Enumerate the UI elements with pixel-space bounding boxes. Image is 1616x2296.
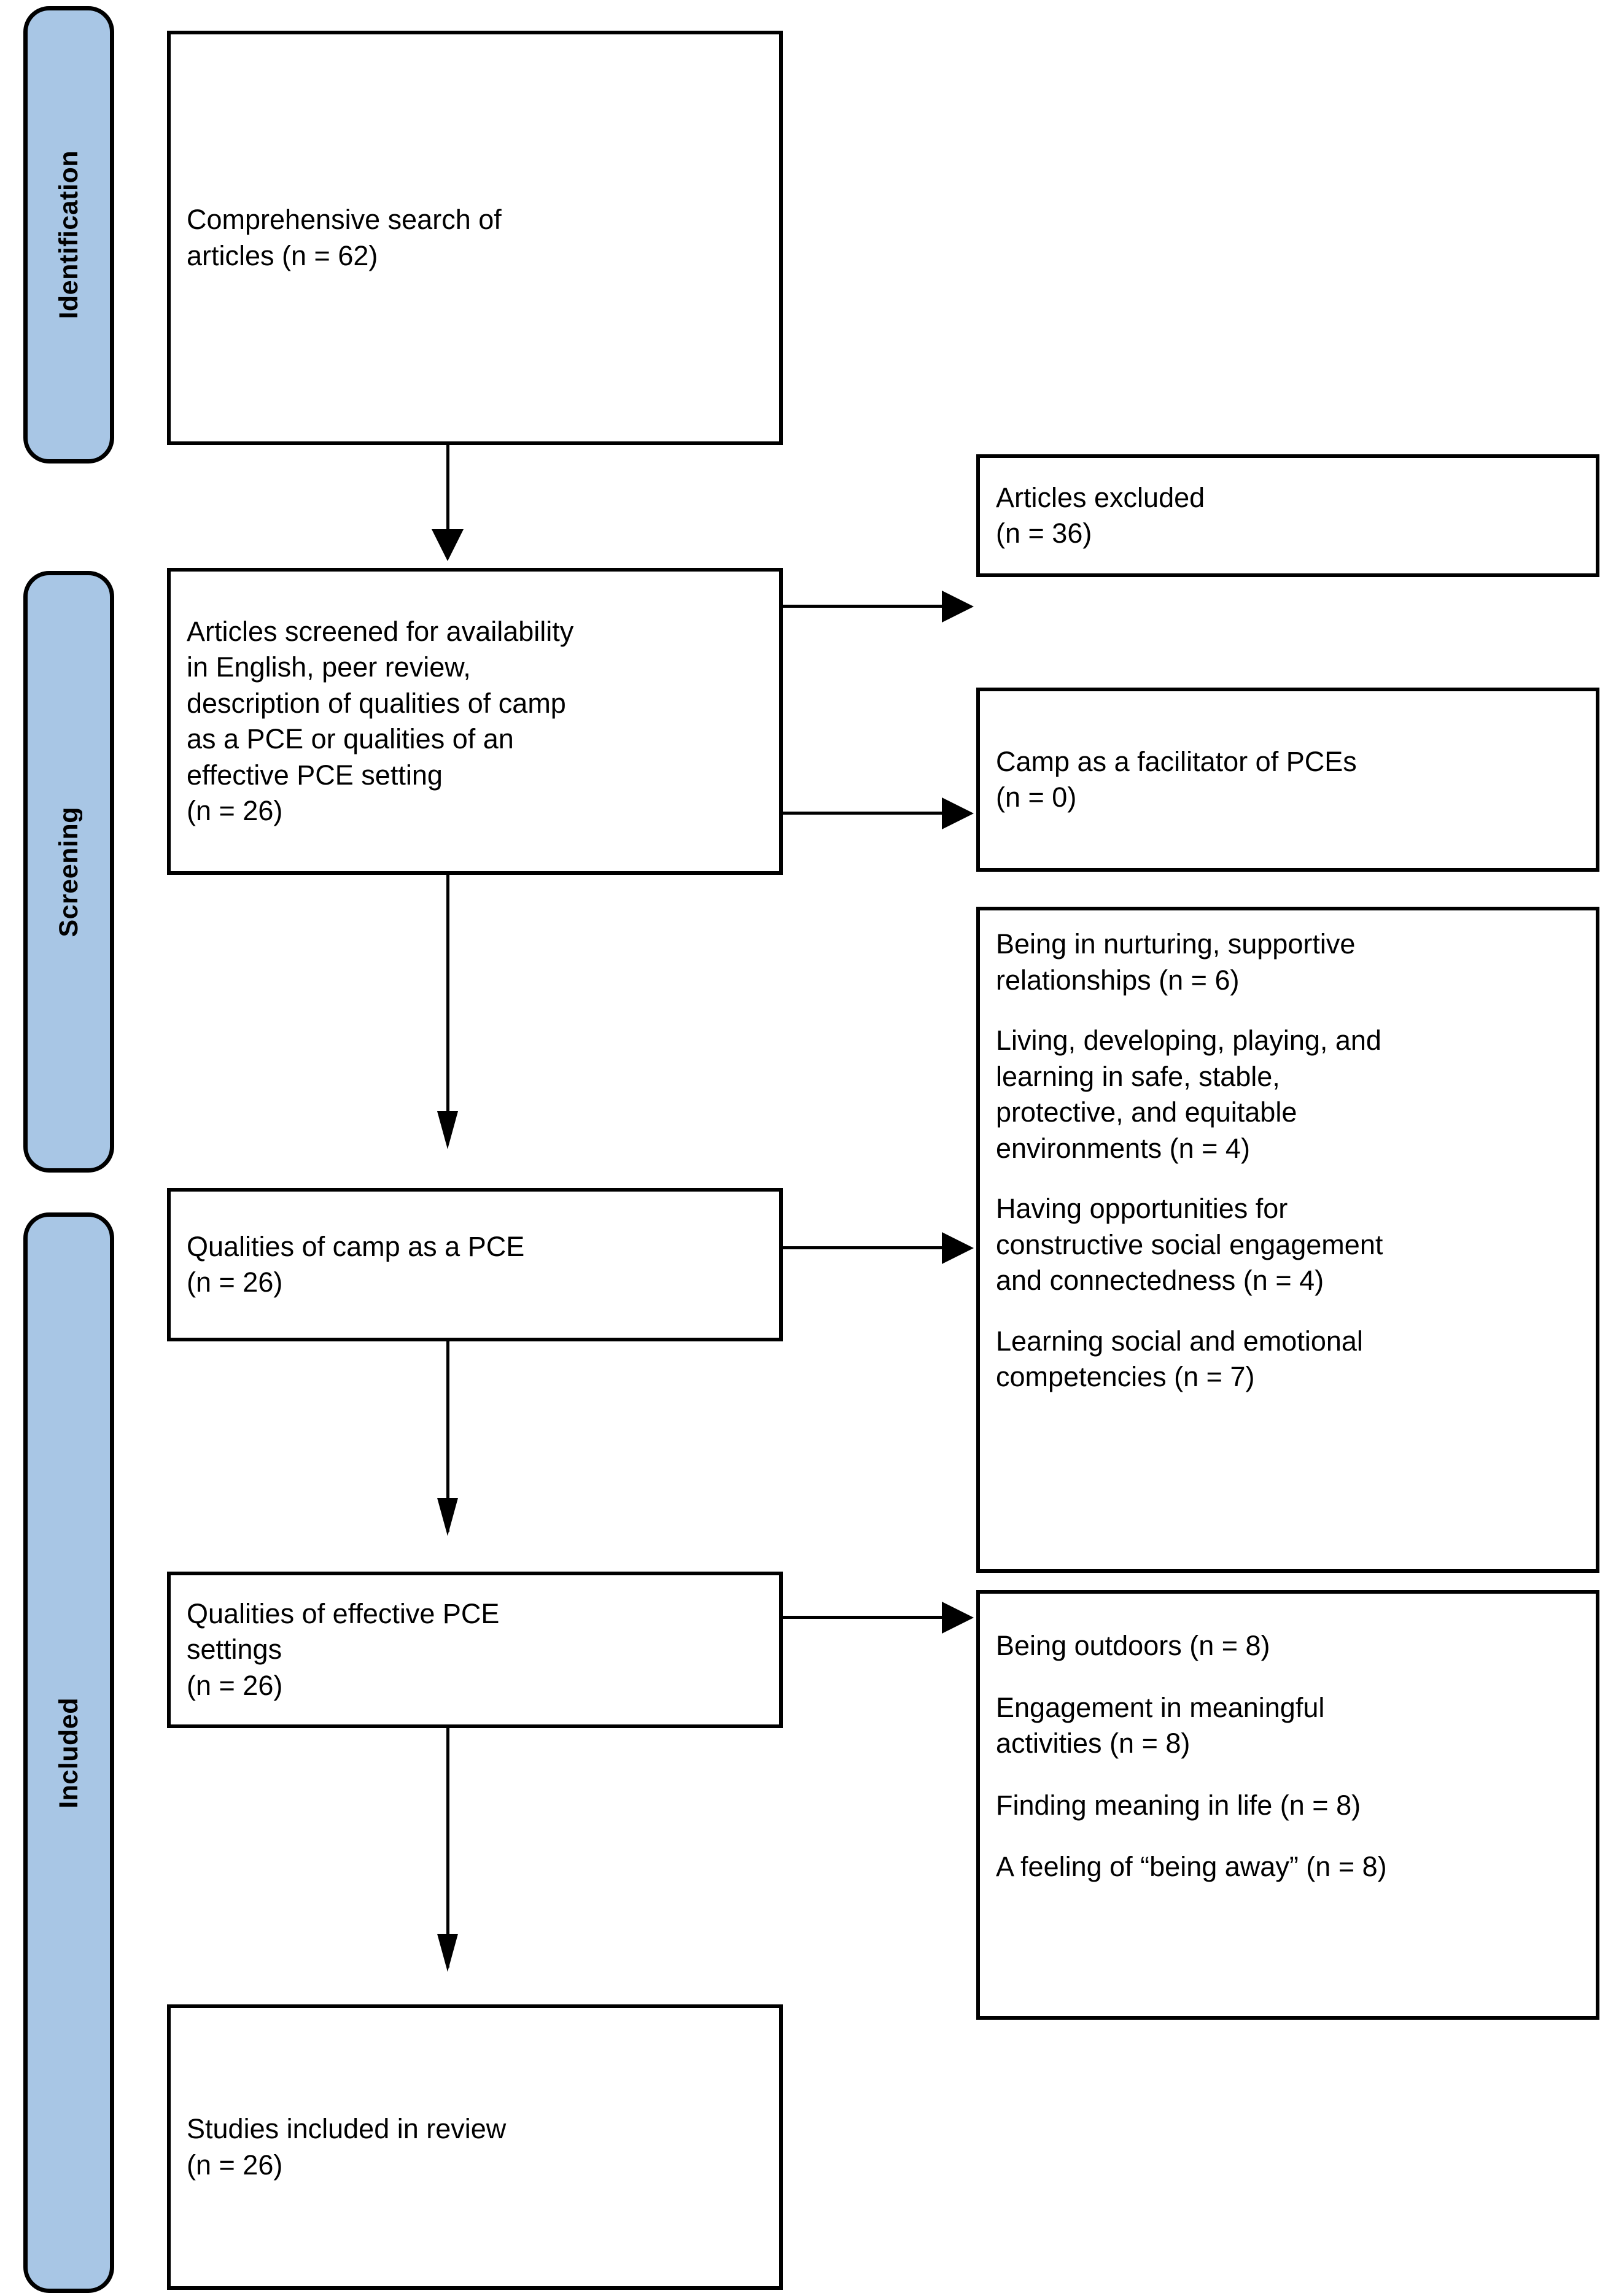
arrowhead-settings-to-included <box>437 1934 458 1972</box>
arrowhead-qualities-camp-to-settings <box>437 1498 458 1536</box>
stage-pill-identification: Identification <box>23 6 114 463</box>
arrowhead-screened-to-qualities-camp <box>437 1111 458 1149</box>
box-articles-screened-text: Articles screened for availability in En… <box>187 615 574 827</box>
arrowhead-search-to-screened <box>432 529 464 561</box>
box-comprehensive-search: Comprehensive search of articles (n = 62… <box>167 31 783 445</box>
connector-settings-to-included <box>446 1728 449 1968</box>
box-setting-qualities-list: Being outdoors (n = 8) Engagement in mea… <box>976 1590 1599 2020</box>
list-item-setting-quality: A feeling of “being away” (n = 8) <box>996 1851 1387 1882</box>
arrowhead-settings-to-list <box>942 1602 974 1634</box>
box-qualities-of-effective-settings: Qualities of effective PCE settings (n =… <box>167 1572 783 1728</box>
arrowhead-screened-to-facilitator <box>942 797 974 829</box>
box-articles-excluded: Articles excluded (n = 36) <box>976 454 1599 577</box>
connector-screened-to-facilitator <box>783 812 954 815</box>
connector-qualities-camp-to-list <box>783 1246 954 1249</box>
connector-search-to-screened <box>446 445 449 537</box>
box-camp-as-facilitator: Camp as a facilitator of PCEs (n = 0) <box>976 688 1599 872</box>
arrowhead-screened-to-excluded <box>942 591 974 622</box>
list-item-camp-quality: Living, developing, playing, and learnin… <box>996 1025 1381 1164</box>
box-comprehensive-search-text: Comprehensive search of articles (n = 62… <box>187 204 502 271</box>
stage-pill-screening: Screening <box>23 571 114 1173</box>
list-item-setting-quality: Engagement in meaningful activities (n =… <box>996 1691 1325 1759</box>
stage-label-included: Included <box>53 1697 84 1809</box>
arrowhead-qualities-camp-to-list <box>942 1232 974 1264</box>
list-item-camp-quality: Learning social and emotional competenci… <box>996 1325 1363 1393</box>
list-item-setting-quality: Being outdoors (n = 8) <box>996 1630 1270 1661</box>
box-qualities-of-effective-settings-text: Qualities of effective PCE settings (n =… <box>187 1597 500 1701</box>
list-item-setting-quality: Finding meaning in life (n = 8) <box>996 1789 1361 1821</box>
list-item-camp-quality: Having opportunities for constructive so… <box>996 1193 1383 1296</box>
box-studies-included-text: Studies included in review (n = 26) <box>187 2113 507 2181</box>
stage-label-identification: Identification <box>53 150 84 319</box>
box-articles-screened: Articles screened for availability in En… <box>167 568 783 875</box>
box-qualities-of-camp-text: Qualities of camp as a PCE (n = 26) <box>187 1230 525 1298</box>
connector-screened-to-qualities-camp <box>446 875 449 1120</box>
connector-qualities-camp-to-settings <box>446 1341 449 1532</box>
box-camp-qualities-list: Being in nurturing, supportive relations… <box>976 907 1599 1573</box>
box-camp-as-facilitator-text: Camp as a facilitator of PCEs (n = 0) <box>996 745 1357 813</box>
box-articles-excluded-text: Articles excluded (n = 36) <box>996 481 1205 549</box>
connector-settings-to-list <box>783 1616 954 1619</box>
list-item-camp-quality: Being in nurturing, supportive relations… <box>996 928 1356 996</box>
stage-label-screening: Screening <box>55 806 82 937</box>
connector-screened-to-excluded <box>783 605 954 608</box>
box-qualities-of-camp: Qualities of camp as a PCE (n = 26) <box>167 1188 783 1341</box>
stage-pill-included: Included <box>23 1212 114 2293</box>
box-studies-included: Studies included in review (n = 26) <box>167 2004 783 2290</box>
